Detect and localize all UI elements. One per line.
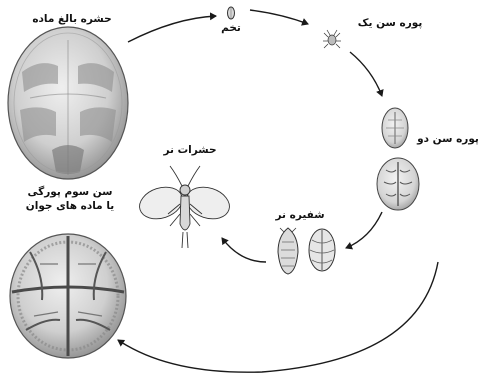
third-instar-nymph-illustration (10, 234, 126, 358)
male-adult-illustration (135, 166, 233, 248)
arrow-adult-to-egg (128, 16, 216, 42)
label-male-adult: حشرات نر (160, 144, 220, 157)
male-pupa-illustration (278, 228, 335, 274)
arrow-egg-to-nymph1 (250, 10, 308, 24)
label-nymph-2: پوره سن دو (412, 133, 484, 146)
label-nymph-3-line-2: یا ماده های جوان (20, 200, 120, 213)
arrow-nymph2-to-pupa (346, 212, 382, 248)
arrow-pupa-to-male (222, 238, 266, 262)
label-adult-female: حشره بالغ ماده (32, 13, 112, 26)
label-pupa: شفیره نر (272, 209, 328, 222)
arrow-nymph1-to-nymph2 (350, 52, 382, 96)
label-nymph-3-line-1: سن سوم پورگی (20, 186, 120, 199)
second-instar-nymph-illustration (377, 108, 419, 210)
first-instar-nymph-illustration (323, 30, 341, 48)
arrow-to-nymph3 (118, 262, 438, 372)
egg-illustration (228, 7, 235, 19)
label-egg: تخم (211, 22, 251, 35)
adult-female-scale-illustration (8, 27, 128, 179)
label-nymph-1: پوره سن یک (354, 17, 426, 30)
